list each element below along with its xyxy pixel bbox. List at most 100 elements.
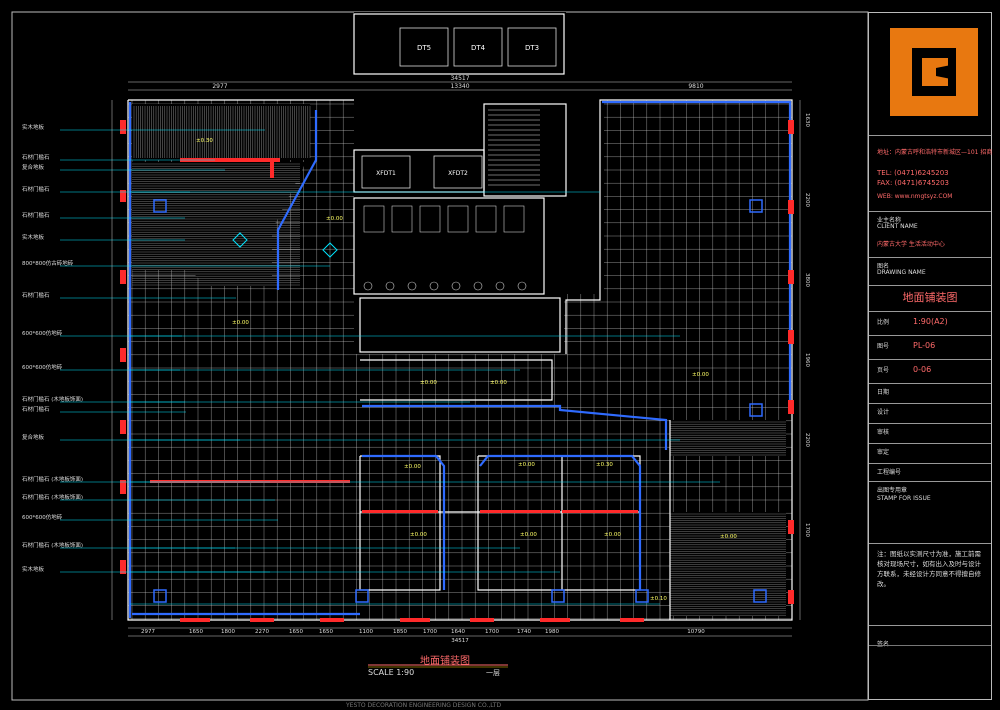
column (749, 403, 763, 417)
column (551, 589, 565, 603)
sink (429, 281, 439, 291)
threshold (120, 270, 126, 284)
sink (363, 281, 373, 291)
br-bg (670, 512, 786, 616)
callout-label: 石材门槛石 (木地板饰面) (22, 493, 83, 501)
wall (127, 99, 793, 621)
address-text: 地址：内蒙古呼和浩特市新城区—101 招商 (877, 149, 993, 156)
page-value: 0-06 (913, 365, 932, 374)
project-no-label: 工程编号 (877, 469, 902, 476)
date-label: 日期 (877, 389, 890, 396)
callout-label: 石材门槛石 (22, 185, 50, 193)
threshold (788, 330, 794, 344)
level-marker: ±0.00 (490, 380, 507, 386)
dim-text: 1700 (485, 629, 499, 635)
level-marker: ±0.30 (596, 462, 613, 468)
scale-label: 比例 (877, 319, 890, 326)
toilet-stall (419, 205, 441, 233)
room-b (477, 455, 641, 591)
threshold (270, 162, 274, 178)
title-underline (368, 664, 508, 668)
toilet-stall (503, 205, 525, 233)
threshold (150, 480, 350, 483)
threshold (362, 510, 438, 513)
dim-text: 1800 (221, 629, 235, 635)
dim-text: 1630 (804, 113, 810, 127)
dim-text: 2977 (212, 83, 227, 90)
corridor-room (360, 359, 553, 401)
level-marker: ±0.00 (420, 380, 437, 386)
drawing-en: DRAWING NAME (877, 269, 926, 276)
composite-floor-room (132, 162, 306, 286)
dim-text: 1980 (545, 629, 559, 635)
callout-label: 实木地板 (22, 123, 45, 131)
level-marker: ±0.00 (232, 320, 249, 326)
callout-label: 石材门槛石 (22, 211, 50, 219)
project-name: 内蒙古大学 生活活动中心 (877, 241, 945, 248)
blue-wall (276, 110, 318, 290)
column (153, 589, 167, 603)
blue-walls (128, 100, 792, 618)
threshold (120, 560, 126, 574)
sink (451, 281, 461, 291)
dim-text: 3800 (804, 273, 810, 287)
callout-label: 石材门槛石 (22, 291, 50, 299)
client-en: CLIENT NAME (877, 223, 918, 230)
threshold (562, 510, 638, 513)
dim-text: 2270 (255, 629, 269, 635)
elevator-block (353, 13, 565, 75)
dim-text: 1960 (804, 353, 810, 367)
elevator-label: DT4 (471, 44, 486, 52)
bottom-right-room (670, 420, 786, 616)
sink (517, 281, 527, 291)
blue-wall (362, 404, 668, 450)
fire-elevator-car (361, 155, 411, 189)
callout-label: 600*600仿地砖 (22, 329, 63, 337)
dim-text: 1700 (804, 523, 810, 537)
company-logo-icon (890, 28, 978, 116)
drawing-no-value: PL-06 (913, 341, 936, 350)
toilet-stall (363, 205, 385, 233)
toilet-stall (391, 205, 413, 233)
core-mask (354, 96, 604, 294)
dim-text: 34517 (450, 75, 469, 82)
client-label: 业主名称 (877, 217, 902, 224)
level-marker: ±0.00 (604, 532, 621, 538)
level-diamond-icon (322, 242, 338, 258)
dim-text: 2977 (141, 629, 155, 635)
threshold (788, 120, 794, 134)
level-marker: ±0.30 (196, 138, 213, 144)
callout-label: 复合地板 (22, 433, 45, 441)
threshold (400, 618, 430, 622)
sink (473, 281, 483, 291)
dim-text: 1650 (319, 629, 333, 635)
dim-text: 1100 (359, 629, 373, 635)
dim-text: 2200 (804, 193, 810, 207)
core-lower-mask (354, 294, 564, 354)
threshold (540, 618, 570, 622)
composite-bg (132, 162, 306, 286)
threshold (480, 510, 560, 513)
threshold (120, 190, 126, 202)
level-marker: ±0.00 (518, 462, 535, 468)
callout-label: 600*600仿地砖 (22, 513, 63, 521)
sink (495, 281, 505, 291)
threshold (180, 618, 210, 622)
stamp-en: STAMP FOR ISSUE (877, 495, 931, 502)
dim-text: 1700 (423, 629, 437, 635)
threshold (788, 590, 794, 604)
callout-label: 800*800仿古砖地砖 (22, 259, 74, 267)
stair-block (483, 103, 567, 197)
level-marker: ±0.00 (404, 464, 421, 470)
column (153, 199, 167, 213)
elevator-car (399, 27, 449, 67)
threshold (788, 200, 794, 214)
dim-text: 13340 (450, 83, 469, 90)
room-a (359, 455, 441, 591)
page-label: 页号 (877, 367, 890, 374)
dim-text: 1740 (517, 629, 531, 635)
design-notes: 注：图纸以实测尺寸为准，施工前需核对现场尺寸，如有出入及时与设计方联系，未经设计… (877, 550, 981, 588)
threshold (788, 400, 794, 414)
fax-text: FAX: (0471)6745203 (877, 179, 950, 187)
